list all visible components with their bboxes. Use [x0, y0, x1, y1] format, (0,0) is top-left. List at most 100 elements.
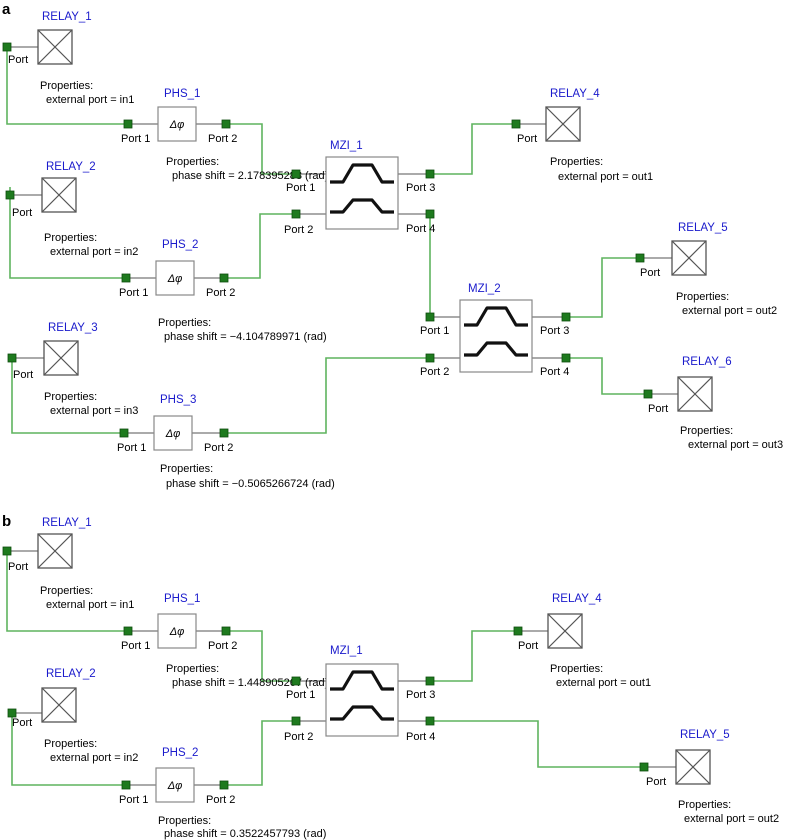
- port-node[interactable]: [7, 353, 17, 363]
- port-node[interactable]: [219, 273, 229, 283]
- port-node[interactable]: [635, 253, 645, 263]
- port-node[interactable]: [5, 190, 15, 200]
- port-node[interactable]: [291, 676, 301, 686]
- port-node[interactable]: [291, 169, 301, 179]
- relay-5[interactable]: RELAY_5 Port Properties: external port =…: [640, 222, 777, 317]
- port-node[interactable]: [425, 312, 435, 322]
- port-label: Port 1: [119, 287, 148, 299]
- port-label: Port 1: [117, 442, 146, 454]
- properties-title: Properties:: [550, 156, 603, 168]
- property-value: external port = in1: [46, 599, 134, 611]
- property-value: external port = out2: [684, 813, 779, 825]
- phase-shifter-1[interactable]: PHS_1 Δφ Port 1 Port 2 Properties: phase…: [121, 593, 328, 689]
- x-box-icon: [545, 106, 581, 142]
- panel-b: b RELAY_1: [2, 513, 779, 840]
- mzi-1[interactable]: MZI_1 Port 1 Port 2 Port 3 Port 4: [284, 140, 435, 236]
- port-node[interactable]: [123, 626, 133, 636]
- wire: [226, 630, 296, 682]
- port-node[interactable]: [219, 428, 229, 438]
- property-value: external port = in2: [50, 752, 138, 764]
- port-label: Port 1: [286, 689, 315, 701]
- wire: [9, 187, 126, 279]
- property-value: external port = in2: [50, 246, 138, 258]
- port-node[interactable]: [511, 119, 521, 129]
- x-box-icon: [37, 533, 73, 569]
- relay-1[interactable]: RELAY_1 Port Properties: external port =…: [8, 11, 134, 106]
- port-node[interactable]: [2, 42, 12, 52]
- delta-phi-icon: [155, 767, 195, 803]
- relay-1[interactable]: RELAY_1 Port Properties: external port =…: [8, 517, 134, 611]
- port-node[interactable]: [121, 780, 131, 790]
- port-label: Port: [8, 54, 28, 66]
- port-node[interactable]: [121, 273, 131, 283]
- delta-phi-icon: [157, 106, 197, 142]
- wire: [11, 713, 126, 786]
- port-label: Port 2: [206, 287, 235, 299]
- relay-5[interactable]: RELAY_5 Port Properties: external port =…: [646, 729, 779, 825]
- x-box-icon: [37, 29, 73, 65]
- port-label: Port 3: [406, 182, 435, 194]
- port-node[interactable]: [425, 716, 435, 726]
- port-node[interactable]: [221, 119, 231, 129]
- relay-6[interactable]: RELAY_6 Port Properties: external port =…: [648, 356, 783, 451]
- relay-name: RELAY_1: [42, 517, 92, 529]
- port-node[interactable]: [2, 546, 12, 556]
- phase-symbol: Δφ: [167, 273, 183, 285]
- relay-2[interactable]: RELAY_2 Port Properties: external port =…: [12, 668, 138, 764]
- port-label: Port 2: [420, 366, 449, 378]
- port-node[interactable]: [513, 626, 523, 636]
- property-value: external port = out3: [688, 439, 783, 451]
- phase-shifter-2[interactable]: PHS_2 Δφ Port 1 Port 2 Properties: phase…: [119, 747, 326, 840]
- relay-name: RELAY_2: [46, 668, 96, 680]
- relay-4[interactable]: RELAY_4 Port Properties: external port =…: [517, 88, 653, 183]
- stubs-a: [7, 46, 678, 434]
- relay-2[interactable]: RELAY_2 Port Properties: external port =…: [12, 161, 138, 258]
- phase-shifter-name: PHS_1: [164, 88, 200, 100]
- port-node[interactable]: [643, 389, 653, 399]
- port-nodes-a: [2, 42, 653, 438]
- relay-3[interactable]: RELAY_3 Port Properties: external port =…: [13, 322, 138, 417]
- property-value: external port = in3: [50, 405, 138, 417]
- port-label: Port 2: [284, 224, 313, 236]
- port-node[interactable]: [425, 209, 435, 219]
- wire: [6, 551, 128, 632]
- port-label: Port: [12, 717, 32, 729]
- relay-4[interactable]: RELAY_4 Port Properties: external port =…: [518, 593, 651, 689]
- port-label: Port 1: [286, 182, 315, 194]
- port-node[interactable]: [561, 312, 571, 322]
- relay-name: RELAY_5: [678, 222, 728, 234]
- properties-title: Properties:: [158, 317, 211, 329]
- port-label: Port 3: [540, 325, 569, 337]
- port-node[interactable]: [425, 353, 435, 363]
- port-label: Port 4: [406, 223, 435, 235]
- mzi-2[interactable]: MZI_2 Port 1 Port 2 Port 3 Port 4: [420, 283, 569, 378]
- x-box-icon: [677, 376, 713, 412]
- port-node[interactable]: [291, 209, 301, 219]
- properties-title: Properties:: [160, 463, 213, 475]
- port-node[interactable]: [119, 428, 129, 438]
- properties-title: Properties:: [44, 738, 97, 750]
- port-node[interactable]: [561, 353, 571, 363]
- phase-shifter-1[interactable]: PHS_1 Δφ Port 1 Port 2 Properties: phase…: [121, 88, 328, 182]
- x-box-icon: [675, 749, 711, 785]
- properties-title: Properties:: [676, 291, 729, 303]
- port-node[interactable]: [639, 762, 649, 772]
- phase-shifter-3[interactable]: PHS_3 Δφ Port 1 Port 2 Properties: phase…: [117, 394, 335, 490]
- port-node[interactable]: [219, 780, 229, 790]
- port-node[interactable]: [7, 708, 17, 718]
- mzi-1[interactable]: MZI_1 Port 1 Port 2 Port 3 Port 4: [284, 645, 435, 743]
- port-node[interactable]: [123, 119, 133, 129]
- port-node[interactable]: [291, 716, 301, 726]
- mzi-name: MZI_2: [468, 283, 501, 295]
- mzi-waveguide-icon: [459, 299, 533, 373]
- x-box-icon: [547, 613, 583, 649]
- port-node[interactable]: [425, 169, 435, 179]
- x-box-icon: [43, 340, 79, 376]
- port-node[interactable]: [221, 626, 231, 636]
- wire: [224, 357, 430, 434]
- delta-phi-icon: [157, 613, 197, 649]
- port-node[interactable]: [425, 676, 435, 686]
- phase-shifter-2[interactable]: PHS_2 Δφ Port 1 Port 2 Properties: phase…: [119, 239, 327, 343]
- port-label: Port: [518, 640, 538, 652]
